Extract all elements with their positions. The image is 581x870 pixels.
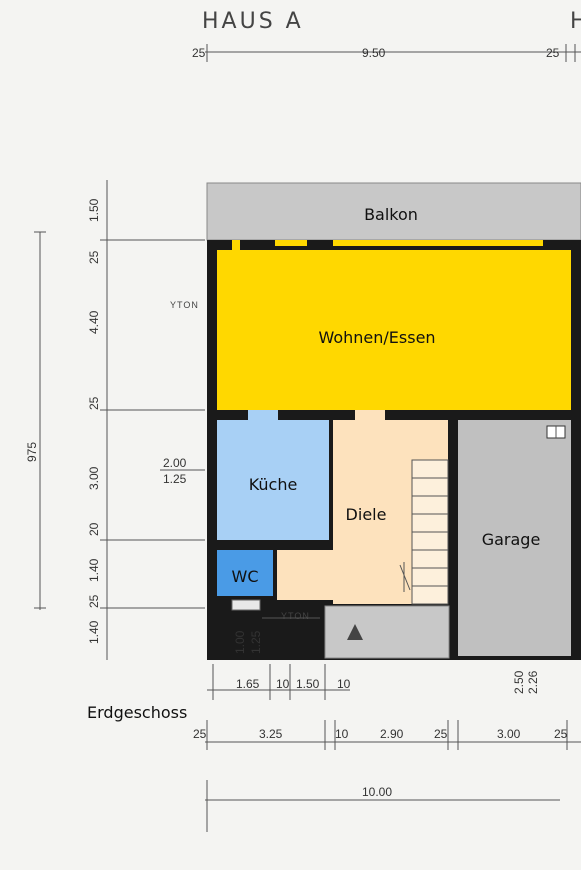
plan-title: HAUS A xyxy=(202,9,304,34)
yton-marker-bottom: YTON xyxy=(281,611,310,621)
dim-kitchen-window-width: 2.00 xyxy=(163,456,187,470)
dim-bottom-3: 1.50 xyxy=(296,677,320,691)
window-mark xyxy=(232,240,240,250)
dim-bottom-2: 10 xyxy=(276,677,290,691)
dim-garage-2: 2.26 xyxy=(526,670,540,694)
hall-door xyxy=(355,410,385,420)
dim-left-entry: 1.40 xyxy=(87,620,101,644)
kitchen-area xyxy=(217,420,329,540)
yton-marker-top: YTON xyxy=(170,300,199,310)
kitchen-door xyxy=(248,410,278,420)
living-room-area xyxy=(217,250,571,410)
dim-total-width: 10.00 xyxy=(362,785,392,799)
kitchen-label: Küche xyxy=(249,475,298,494)
wc-label: WC xyxy=(232,567,259,586)
dim-left-kitchen: 3.00 xyxy=(87,466,101,490)
dim-top-right: 25 xyxy=(546,46,560,60)
dim-left-wc: 1.40 xyxy=(87,558,101,582)
window-mark xyxy=(275,240,307,246)
dim-bottom2-1: 25 xyxy=(193,727,207,741)
balcony-area xyxy=(206,182,581,241)
dim-garage-1: 2.50 xyxy=(512,670,526,694)
dim-left-wall4: 25 xyxy=(87,594,101,608)
dim-left-wall2: 25 xyxy=(87,396,101,410)
left-dimension-line: 1.50 25 4.40 25 3.00 20 1.40 25 1.40 975 xyxy=(25,180,205,660)
dim-left-balcony: 1.50 xyxy=(87,198,101,222)
dim-left-wall1: 25 xyxy=(87,250,101,264)
garage-label: Garage xyxy=(482,530,541,549)
dim-bottom2-4: 2.90 xyxy=(380,727,404,741)
dim-left-total: 975 xyxy=(25,442,39,462)
plan-title-fragment: H xyxy=(570,9,581,34)
total-width-dimension: 10.00 xyxy=(205,780,560,832)
wc-area xyxy=(217,550,273,596)
staircase xyxy=(399,459,449,605)
bottom-dimension-row-1: 1.65 10 1.50 10 xyxy=(207,664,351,700)
dim-kitchen-window-height: 1.25 xyxy=(163,472,187,486)
wc-window xyxy=(231,599,261,611)
dim-left-wall3: 20 xyxy=(87,522,101,536)
kitchen-window-dims: 2.00 1.25 xyxy=(160,456,205,486)
floor-label: Erdgeschoss xyxy=(87,703,187,722)
dim-wc-window-1: 1.00 xyxy=(233,630,247,654)
dim-top-left: 25 xyxy=(192,46,206,60)
dim-left-living: 4.40 xyxy=(87,310,101,334)
dim-bottom2-6: 3.00 xyxy=(497,727,521,741)
dim-bottom2-5: 25 xyxy=(434,727,448,741)
dim-bottom-1: 1.65 xyxy=(236,677,260,691)
dim-bottom-4: 10 xyxy=(337,677,351,691)
window-mark xyxy=(333,240,543,246)
balcony-label: Balkon xyxy=(364,205,418,224)
entrance-porch xyxy=(324,605,450,659)
hall-label: Diele xyxy=(346,505,387,524)
hall-extension xyxy=(277,550,333,600)
dim-wc-window-2: 1.25 xyxy=(249,630,263,654)
bottom-dimension-row-2: 25 3.25 10 2.90 25 3.00 25 xyxy=(193,720,581,750)
garage-area xyxy=(458,420,571,656)
top-dimension-line: 25 9.50 25 xyxy=(192,44,581,62)
dim-bottom2-3: 10 xyxy=(335,727,349,741)
dim-bottom2-7: 25 xyxy=(554,727,568,741)
entrance-arrow-icon xyxy=(347,624,363,640)
dim-bottom2-2: 3.25 xyxy=(259,727,283,741)
living-room-label: Wohnen/Essen xyxy=(318,328,435,347)
dim-top-main: 9.50 xyxy=(362,46,386,60)
